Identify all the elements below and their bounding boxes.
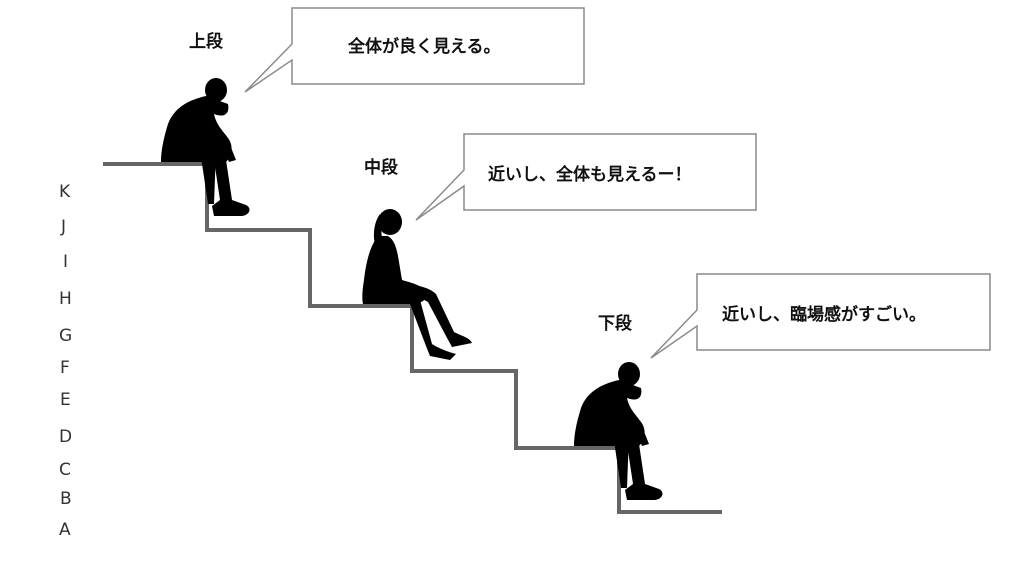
row-letter-b: B [60, 489, 72, 509]
bubble-text-upper: 全体が良く見える。 [347, 36, 501, 57]
row-letter-h: H [59, 289, 72, 309]
row-letter-i: I [63, 252, 68, 272]
bubble-text-lower: 近いし、臨場感がすごい。 [722, 304, 926, 325]
row-letter-e: E [60, 390, 71, 410]
speech-bubble-middle: 近いし、全体も見えるー！ [415, 133, 757, 221]
bubble-text-middle: 近いし、全体も見えるー！ [488, 164, 692, 185]
row-letter-d: D [59, 427, 72, 447]
row-letter-k: K [59, 182, 71, 202]
row-letter-c: C [59, 460, 71, 480]
speech-bubble-upper: 全体が良く見える。 [244, 7, 585, 93]
row-letter-g: G [59, 326, 72, 346]
thinking-man-icon [161, 78, 250, 216]
row-letter-list: K J I H G F E D C B A [59, 182, 72, 540]
staircase [103, 162, 722, 514]
thinking-man-icon [574, 362, 663, 500]
tier-label-upper: 上段 [189, 31, 223, 52]
tier-label-middle: 中段 [364, 157, 398, 178]
speech-bubble-lower: 近いし、臨場感がすごい。 [650, 273, 991, 359]
seated-woman-icon [362, 209, 472, 360]
tier-label-lower: 下段 [598, 313, 632, 334]
row-letter-f: F [60, 358, 70, 378]
row-letter-j: J [60, 217, 66, 237]
row-letter-a: A [59, 520, 71, 540]
